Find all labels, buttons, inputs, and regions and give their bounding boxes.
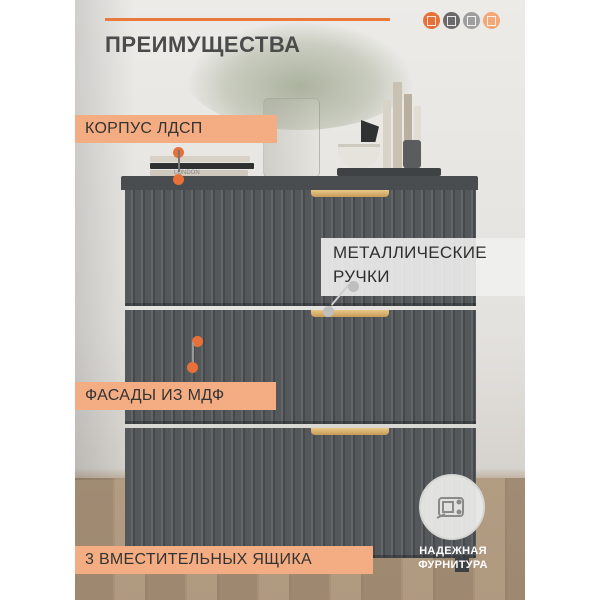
drawer-bottom: [125, 428, 476, 558]
hardware-line1: НАДЕЖНАЯ: [419, 545, 487, 557]
drawer-handle: [311, 428, 389, 435]
marker-dot: [173, 174, 184, 185]
book-spine-label: LONDON: [150, 170, 248, 176]
hardware-caption: НАДЕЖНАЯ ФУРНИТУРА: [393, 544, 513, 572]
diffuser-bottle: [403, 140, 421, 168]
orange-swatch-icon[interactable]: [423, 12, 440, 29]
drawer-handle: [311, 190, 389, 197]
dresser-leg: [455, 558, 469, 572]
marker-dot: [323, 306, 334, 317]
drawer-handle: [311, 310, 389, 317]
handles-line1: МЕТАЛЛИЧЕСКИЕ: [333, 243, 487, 262]
plant-decor: [185, 20, 415, 130]
peach-swatch-icon[interactable]: [483, 12, 500, 29]
marker-dot: [348, 281, 359, 292]
hinge-icon: [419, 474, 485, 540]
marker-line: [192, 342, 194, 366]
dresser-top: [121, 176, 478, 190]
product-image: LONDON ПРЕИМУЩЕСТВА КОРПУС ЛДСП МЕТАЛЛИЧ…: [75, 0, 525, 600]
marker-dot: [192, 336, 203, 347]
hardware-line2: ФУРНИТУРА: [418, 559, 488, 571]
feature-label-drawers: 3 ВМЕСТИТЕЛЬНЫХ ЯЩИКА: [75, 546, 373, 574]
tray-decor: [337, 168, 441, 176]
feature-label-body: КОРПУС ЛДСП: [75, 115, 277, 143]
sculpture-decor: [361, 120, 379, 142]
book-row: [383, 78, 423, 170]
light-gray-swatch-icon[interactable]: [463, 12, 480, 29]
handles-line2: РУЧКИ: [333, 267, 390, 286]
marker-line: [178, 150, 180, 172]
color-swatches: [423, 12, 500, 29]
page-title: ПРЕИМУЩЕСТВА: [105, 32, 301, 57]
gray-swatch-icon[interactable]: [443, 12, 460, 29]
book-stack: LONDON: [150, 156, 255, 176]
bowl-decor: [338, 144, 380, 169]
accent-line: [105, 18, 390, 21]
marker-dot: [187, 362, 198, 373]
feature-label-fronts: ФАСАДЫ ИЗ МДФ: [75, 382, 276, 410]
